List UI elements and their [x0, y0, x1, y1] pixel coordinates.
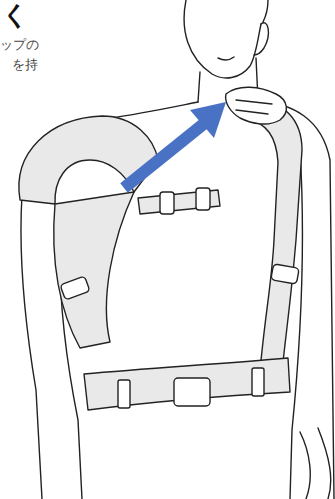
buckle: [271, 264, 299, 284]
strap-right: [248, 100, 302, 372]
arm-left: [21, 195, 42, 499]
ear: [254, 23, 268, 55]
shoulder-pad-left: [19, 116, 158, 204]
head-outline: [184, 0, 261, 78]
buckle: [60, 276, 90, 300]
buckle: [160, 192, 174, 214]
instruction-text: ップの: [0, 36, 39, 54]
heading: く: [2, 0, 29, 33]
strap-left: [54, 192, 134, 348]
fingers: [236, 100, 272, 114]
waist-belt: [84, 358, 290, 410]
buckle: [118, 380, 130, 408]
head-top: [263, 0, 268, 22]
buckle: [196, 188, 210, 210]
direction-arrow: [124, 102, 226, 188]
mouth: [218, 57, 234, 60]
shoulder-left: [110, 102, 198, 118]
buckle: [252, 368, 264, 396]
hand-lower: [300, 428, 331, 499]
hand: [226, 87, 287, 124]
instruction-text: を持: [12, 56, 38, 74]
buckle: [174, 378, 210, 406]
